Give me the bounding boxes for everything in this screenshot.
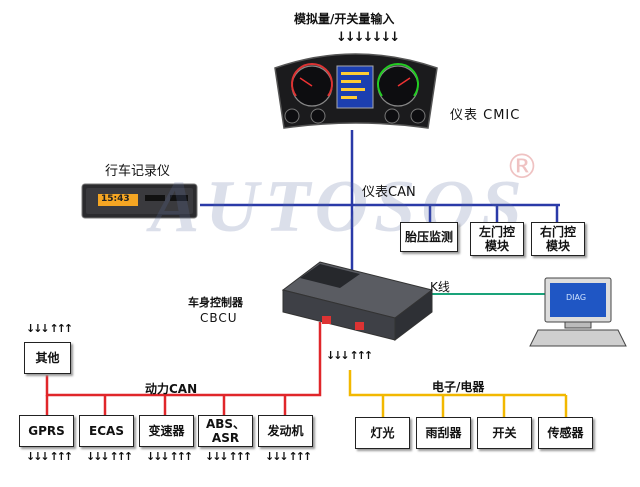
right-door-module: 右门控 模块 [531, 222, 585, 256]
instrument-cluster-image [274, 53, 438, 129]
gprs-io-arrows: ↓↓↓ ↑↑↑ [26, 450, 73, 463]
cbcu-io-arrows: ↓↓↓ ↑↑↑ [326, 349, 373, 362]
analog-input-label: 模拟量/开关量输入 [294, 12, 395, 26]
power-can-label: 动力CAN [145, 382, 198, 396]
electric-bus [348, 370, 568, 417]
tpms-module: 胎压监测 [400, 222, 458, 252]
ecas-module: ECAS [79, 415, 134, 447]
k-line-label: K线 [430, 280, 450, 294]
left-door-module: 左门控 模块 [470, 222, 524, 256]
gprs-module: GPRS [19, 415, 74, 447]
transmission-module: 变速器 [139, 415, 194, 447]
abs-io-arrows: ↓↓↓ ↑↑↑ [205, 450, 252, 463]
cbcu-module-image [281, 261, 434, 342]
ecas-io-arrows: ↓↓↓ ↑↑↑ [86, 450, 133, 463]
cmic-label: 仪表 CMIC [450, 108, 521, 123]
engine-module: 发动机 [258, 415, 313, 447]
electronic-label: 电子/电器 [432, 380, 485, 394]
cbcu-cn-label: 车身控制器 [188, 296, 243, 309]
other-io-arrows: ↓↓↓ ↑↑↑ [26, 322, 73, 335]
recorder-image [81, 183, 198, 219]
instrument-can-bus [200, 130, 560, 278]
watermark-text: AUTOSOS [150, 166, 528, 248]
transmission-io-arrows: ↓↓↓ ↑↑↑ [146, 450, 193, 463]
instrument-can-label: 仪表CAN [362, 185, 416, 200]
light-module: 灯光 [355, 417, 410, 449]
abs-asr-module: ABS、ASR [198, 415, 253, 447]
wiper-module: 雨刮器 [416, 417, 471, 449]
diag-screen-text: DIAG [566, 293, 587, 302]
sensor-module: 传感器 [538, 417, 593, 449]
engine-io-arrows: ↓↓↓ ↑↑↑ [265, 450, 312, 463]
switch-module: 开关 [477, 417, 532, 449]
watermark-registered-mark: ® [505, 147, 539, 187]
recorder-label: 行车记录仪 [105, 164, 171, 179]
power-can-bus [45, 322, 322, 415]
recorder-display: 15:43 [101, 194, 130, 204]
input-arrows: ↓↓↓↓↓↓↓ [336, 30, 400, 45]
cbcu-en-label: CBCU [200, 311, 238, 325]
diag-computer-image [529, 277, 627, 347]
other-module: 其他 [24, 342, 71, 374]
